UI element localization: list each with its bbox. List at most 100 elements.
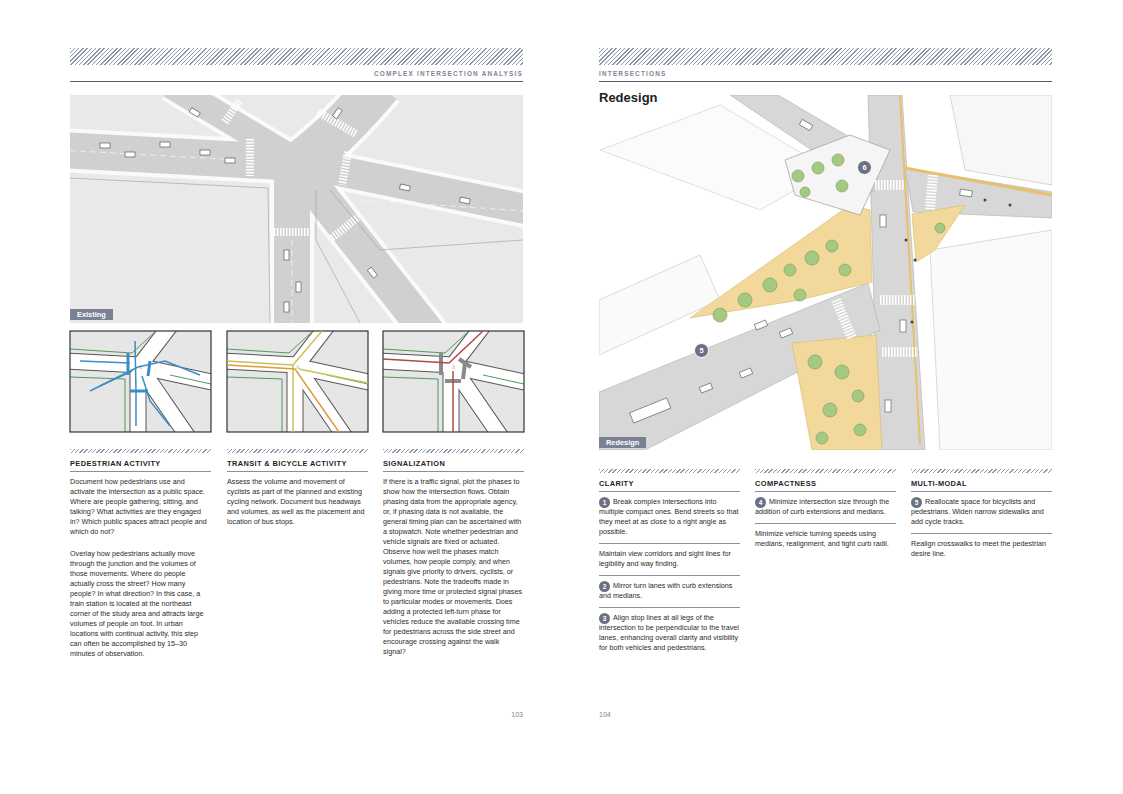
divider-rule: [755, 491, 896, 492]
drawn-rect: [125, 152, 135, 157]
drawn-path: [292, 365, 294, 432]
drawn-polygon: [912, 205, 965, 262]
drawn-use: [378, 326, 529, 437]
signal-overlay: [383, 331, 483, 432]
drawn-polygon: [599, 255, 720, 355]
drawn-path: [439, 353, 443, 375]
section-hatch: [383, 449, 524, 453]
drawn-circle: [808, 355, 822, 369]
body-text: Assess the volume and movement of cyclis…: [227, 477, 368, 527]
drawn-circle: [835, 365, 849, 379]
drawn-path: [227, 365, 339, 432]
image-tag: Redesign: [599, 437, 646, 448]
section-hatch: [599, 469, 740, 473]
drawn-path: [292, 240, 293, 323]
drawn-path: [875, 180, 905, 190]
drawn-circle: [805, 251, 819, 265]
section-hatch: [70, 449, 211, 453]
body-text: Reallocate space for bicyclists and pede…: [911, 497, 1052, 527]
drawn-g: [713, 154, 945, 444]
drawn-path: [463, 363, 465, 379]
drawn-polygon: [905, 168, 1052, 218]
header-hatch: [70, 48, 523, 65]
node-text: Existing: [77, 310, 106, 319]
drawn-circle: [1009, 204, 1012, 207]
existing-plan: [70, 95, 523, 323]
drawn-path: [142, 376, 170, 426]
node-text: 2: [603, 583, 607, 590]
header-rule: [599, 81, 1052, 82]
drawn-path: [452, 371, 454, 432]
drawn-rect: [160, 142, 170, 147]
drawn-rect: [960, 189, 973, 197]
drawn-g: [70, 95, 523, 323]
callout-number: 2: [599, 581, 610, 592]
body-text: Mirror turn lanes with curb extensions a…: [599, 581, 740, 601]
drawn-path: [70, 178, 270, 323]
drawn-circle: [812, 162, 824, 174]
drawn-g: [100, 108, 470, 312]
body-text: Minimize vehicle turning speeds using me…: [755, 529, 896, 549]
drawn-circle: [816, 432, 828, 444]
drawn-path: [300, 170, 430, 323]
drawn-use: [222, 326, 373, 437]
drawn-circle: [911, 321, 914, 324]
body-text: Align stop lines at all legs of the inte…: [599, 613, 740, 653]
drawn-circle: [905, 239, 908, 242]
drawn-path: [148, 361, 150, 376]
drawn-g: [70, 150, 523, 323]
body-text: Maintain view corridors and sight lines …: [599, 549, 740, 569]
drawn-rect: [739, 368, 752, 378]
drawn-circle: [832, 154, 844, 166]
drawn-g: [70, 178, 523, 323]
drawn-circle: [794, 289, 806, 301]
drawn-path: [836, 300, 852, 338]
drawn-polygon: [785, 135, 890, 215]
drawn-path: [332, 217, 358, 238]
drawn-rect: [799, 119, 812, 130]
redesign-view: [599, 95, 1052, 450]
drawn-path: [930, 175, 933, 210]
callout-number: 4: [755, 497, 766, 508]
drawn-circle: [738, 293, 752, 307]
drawn-rect: [779, 328, 792, 338]
drawn-g: [690, 205, 965, 450]
node-text: 4: [759, 499, 763, 506]
drawn-g: [599, 95, 1052, 450]
page-number: 104: [599, 710, 682, 720]
body-text: Overlay how pedestrians actually move th…: [70, 549, 211, 659]
section-hatch: [227, 449, 368, 453]
drawn-circle: [713, 308, 727, 322]
section-hatch: [911, 469, 1052, 473]
divider-rule: [911, 533, 1052, 534]
header-hatch: [599, 48, 1052, 65]
drawn-path: [880, 295, 915, 305]
drawn-rect: [367, 267, 377, 278]
section-heading: CLARITY: [599, 479, 740, 489]
callout-number: 6: [857, 160, 872, 175]
running-header: INTERSECTIONS: [599, 69, 1052, 78]
divider-rule: [599, 607, 740, 608]
drawn-path: [127, 353, 130, 375]
drawn-circle: [935, 223, 945, 233]
drawn-path: [299, 369, 368, 383]
drawn-path: [330, 190, 523, 250]
drawn-circle: [792, 170, 804, 182]
drawn-path: [342, 152, 348, 185]
drawn-path: [900, 95, 920, 445]
drawn-rect: [630, 398, 671, 423]
pedestrian-overlay: [80, 341, 200, 426]
divider-rule: [599, 491, 740, 492]
drawn-rect: [459, 197, 470, 204]
drawn-circle: [763, 278, 777, 292]
section-heading: SIGNALIZATION: [383, 459, 524, 469]
drawn-rect: [296, 282, 301, 292]
drawn-rect: [699, 383, 712, 393]
node-text: 6: [862, 163, 866, 172]
section-heading: MULTI-MODAL: [911, 479, 1052, 489]
section-heading: PEDESTRIAN ACTIVITY: [70, 459, 211, 469]
drawn-path: [80, 361, 130, 363]
drawn-path: [225, 100, 240, 122]
